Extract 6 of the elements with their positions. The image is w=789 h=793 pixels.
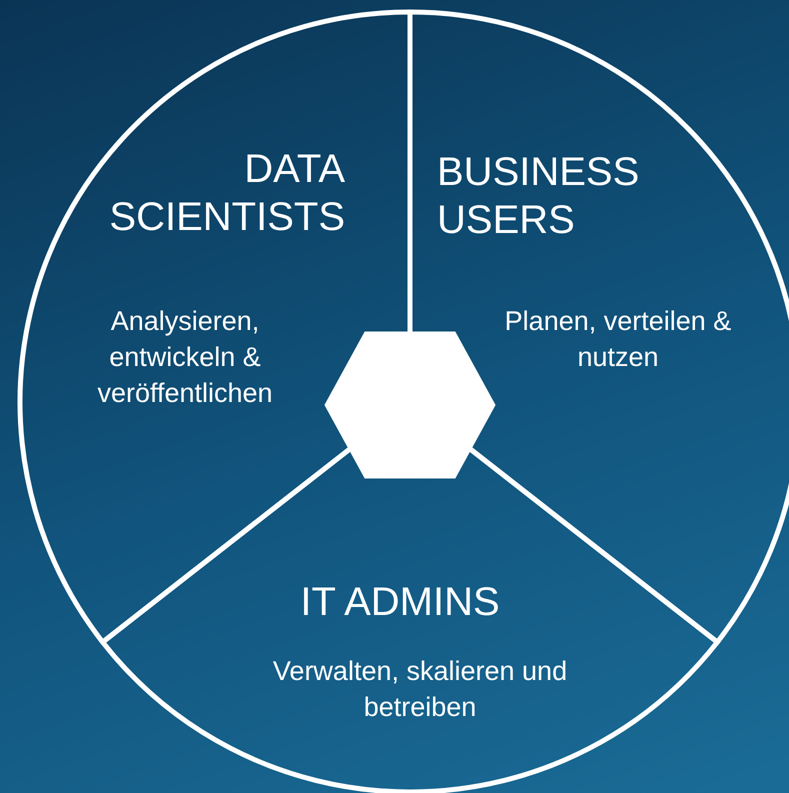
sector-heading: DATA SCIENTISTS <box>108 146 345 241</box>
sector-description: Verwalten, skalieren und betreiben <box>272 655 568 724</box>
sector-heading: BUSINESS USERS <box>437 149 640 244</box>
sector-description: Analysieren, entwickeln & veröffentlichen <box>96 305 274 410</box>
sector-heading: IT ADMINS <box>299 579 501 626</box>
sector-description: Planen, verteilen & nutzen <box>504 305 732 374</box>
